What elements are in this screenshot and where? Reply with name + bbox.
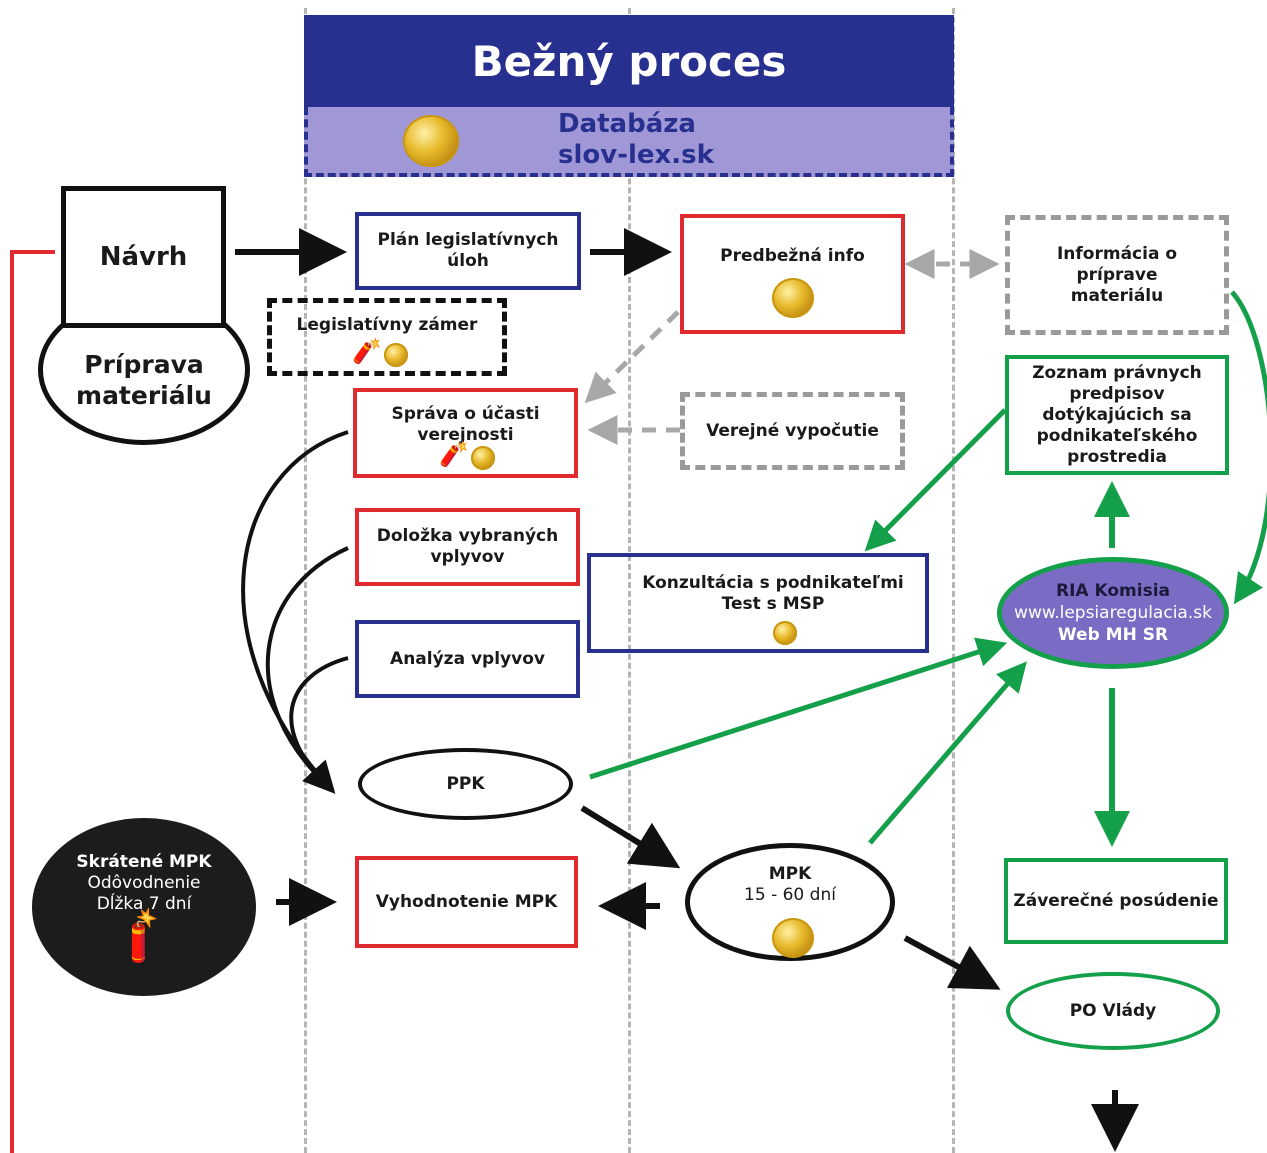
vyhodnotenie-mpk-node: Vyhodnotenie MPK (355, 856, 578, 948)
arrow-ppk-ria (589, 637, 1008, 780)
po-vlady-node: PO Vlády (1006, 972, 1220, 1050)
legislativny-zamer-node: Legislatívny zámer 🧨 (267, 298, 507, 376)
firecracker-icon: 🧨 (352, 337, 382, 365)
analyza-vplyvov-node: Analýza vplyvov (355, 620, 580, 698)
database-label: Databáza slov-lex.sk (558, 109, 714, 171)
arrow-mpk-ria (868, 661, 1027, 845)
firecracker-icon: 🧨 (109, 902, 177, 970)
informacia-o-priprave-node: Informácia o príprave materiálu (1005, 215, 1229, 335)
plan-legislativnych-uloh-node: Plán legislatívnych úloh (355, 212, 581, 290)
header-title: Bežný proces (304, 15, 954, 107)
legislativny-zamer-label: Legislatívny zámer (296, 315, 478, 335)
arrow-ppk-mpk (580, 805, 681, 869)
coin-icon (384, 343, 408, 367)
sprava-label: Správa o účasti verejnosti (391, 404, 540, 445)
dolozka-vybranych-vplyvov-node: Doložka vybraných vplyvov (355, 508, 580, 586)
firecracker-icon: 🧨 (439, 440, 469, 468)
ria-komisia-node: RIA Komisia www.lepsiaregulacia.sk Web M… (997, 557, 1229, 669)
predbezna-info-node: Predbežná info (680, 214, 905, 334)
sprava-o-ucasti-verejnosti-node: Správa o účasti verejnosti 🧨 (353, 388, 578, 478)
red-bracket-line (10, 250, 55, 1153)
skratene-line1: Skrátené MPK (76, 852, 212, 872)
skratene-line2: Odôvodnenie (87, 873, 201, 893)
coin-icon (773, 621, 797, 645)
navrh-node: Návrh (61, 186, 226, 328)
ria-line2: www.lepsiaregulacia.sk (1014, 603, 1212, 623)
coin-icon (772, 918, 814, 958)
skratene-mpk-node: Skrátené MPK Odôvodnenie Dĺžka 7 dní 🧨 (32, 818, 256, 996)
skratene-line3: Dĺžka 7 dní (96, 894, 192, 914)
ppk-node: PPK (358, 748, 573, 820)
konzultacia-s-podnikatelmi-node: Konzultácia s podnikateľmi Test s MSP (587, 553, 929, 653)
arrow-zoznam-konzultacia (864, 408, 1007, 552)
verejne-vypocutie-node: Verejné vypočutie (680, 392, 905, 470)
lane-divider-3 (952, 8, 955, 1153)
mpk-line2: 15 - 60 dní (744, 885, 836, 905)
coin-icon (471, 446, 495, 470)
arrow-analyza-ppk (289, 656, 349, 790)
ria-line3: Web MH SR (1057, 625, 1169, 645)
konzultacia-line1: Konzultácia s podnikateľmi (642, 573, 904, 593)
predbezna-info-label: Predbežná info (720, 246, 865, 266)
coin-icon (403, 115, 459, 167)
mpk-node: MPK 15 - 60 dní (685, 843, 895, 961)
lane-divider-2 (628, 8, 631, 1153)
database-band: Databáza slov-lex.sk (304, 107, 954, 177)
arrow-dolozka-ppk (265, 546, 349, 790)
arrow-mpk-povlady (903, 935, 1001, 990)
zaverecne-posudenie-node: Záverečné posúdenie (1004, 858, 1228, 944)
ria-line1: RIA Komisia (1055, 581, 1170, 601)
arrow-informacia-ria (1230, 290, 1267, 605)
database-line2: slov-lex.sk (558, 140, 714, 170)
arrow-predbezna-sprava (584, 310, 680, 404)
lane-divider-1 (304, 8, 307, 1153)
konzultacia-line2: Test s MSP (721, 594, 825, 614)
zoznam-pravnych-predpisov-node: Zoznam právnych predpisov dotýkajúcich s… (1005, 355, 1229, 475)
mpk-line1: MPK (768, 864, 812, 884)
coin-icon (772, 278, 814, 318)
database-line1: Databáza (558, 109, 696, 139)
